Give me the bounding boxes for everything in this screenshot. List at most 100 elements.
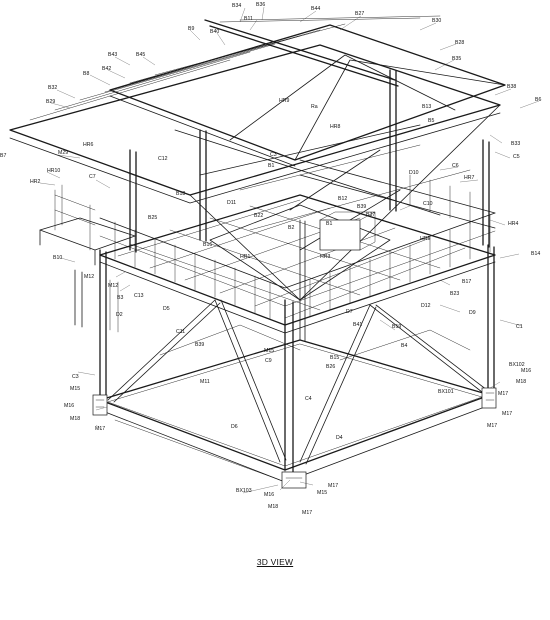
label-b32: B32 xyxy=(48,85,57,91)
label-m11: M11 xyxy=(200,379,210,385)
label-b7: B7 xyxy=(0,153,6,159)
label-c13: C13 xyxy=(134,293,144,299)
label-b35: B35 xyxy=(452,56,461,62)
label-m17e: M17 xyxy=(328,483,338,489)
label-d12: D12 xyxy=(421,303,431,309)
label-b44: B44 xyxy=(311,6,320,12)
label-hr8: HR8 xyxy=(330,124,340,130)
label-b22: B22 xyxy=(254,213,263,219)
label-d11: D11 xyxy=(227,200,236,206)
label-hr10: HR10 xyxy=(47,168,60,174)
label-b17: B17 xyxy=(462,279,471,285)
label-b37: B37 xyxy=(366,212,375,218)
label-c3: C3 xyxy=(270,152,277,158)
label-b28: B28 xyxy=(455,40,464,46)
label-c5: C5 xyxy=(513,154,520,160)
label-bx103: BX103 xyxy=(236,488,252,494)
label-b41: B41 xyxy=(353,322,362,328)
label-b18: B18 xyxy=(176,191,185,197)
label-b9: B9 xyxy=(188,26,194,32)
label-b19: B19 xyxy=(392,324,401,330)
label-d7: D7 xyxy=(346,309,353,315)
side-platform xyxy=(39,184,136,333)
label-d6: D6 xyxy=(231,424,238,430)
label-b39b: B39 xyxy=(195,342,204,348)
view-title: 3D VIEW xyxy=(256,557,294,567)
label-b25: B25 xyxy=(148,215,157,221)
label-b23: B23 xyxy=(450,291,459,297)
label-b14: B14 xyxy=(531,251,540,257)
label-b1b: B1 xyxy=(326,221,332,227)
label-b13: B13 xyxy=(422,104,431,110)
label-m17d: M17 xyxy=(487,423,497,429)
label-b40: B40 xyxy=(210,29,219,35)
label-b1: B1 xyxy=(268,163,274,169)
label-d10: D10 xyxy=(409,170,419,176)
label-b43: B43 xyxy=(108,52,117,58)
label-hr6: HR6 xyxy=(83,142,93,148)
label-bx101: BX101 xyxy=(438,389,454,395)
label-b39: B39 xyxy=(357,204,366,210)
label-b12: B12 xyxy=(338,196,347,202)
label-m17: M17 xyxy=(302,510,312,516)
label-c7: C7 xyxy=(89,174,96,180)
label-b6: B6 xyxy=(535,97,541,103)
label-hr1: HR1 xyxy=(240,254,250,260)
label-b27: B27 xyxy=(355,11,364,17)
label-m15: M15 xyxy=(264,348,274,354)
label-b34: B34 xyxy=(232,3,241,9)
label-c3b: C3 xyxy=(72,374,79,380)
label-b2: B2 xyxy=(288,225,294,231)
label-b11: B11 xyxy=(244,16,253,22)
leader-lines xyxy=(39,6,540,494)
label-b8: B8 xyxy=(83,71,89,77)
label-bx102: BX102 xyxy=(509,362,525,368)
label-b36: B36 xyxy=(256,2,265,8)
label-m29: M29 xyxy=(58,150,68,156)
label-hr9: HR9 xyxy=(279,98,289,104)
label-c9: C9 xyxy=(265,358,272,364)
roof-frame xyxy=(9,15,506,301)
label-b33: B33 xyxy=(511,141,520,147)
label-m12: M12 xyxy=(84,274,94,280)
label-m17b: M17 xyxy=(498,391,508,397)
label-b3: B3 xyxy=(117,295,123,301)
label-b29: B29 xyxy=(46,99,55,105)
label-d4: D4 xyxy=(336,435,343,441)
label-b26: B26 xyxy=(326,364,335,370)
label-m18c: M18 xyxy=(268,504,278,510)
label-hr5: HR5 xyxy=(420,236,430,242)
label-d9: D9 xyxy=(469,310,476,316)
label-b5: B5 xyxy=(428,118,434,124)
label-b38: B38 xyxy=(507,84,516,90)
label-c11: C11 xyxy=(176,329,185,335)
label-b10: B10 xyxy=(53,255,62,261)
label-m18b: M18 xyxy=(70,416,80,422)
label-b30: B30 xyxy=(432,18,441,24)
label-m15c: M15 xyxy=(317,490,327,496)
label-m18: M18 xyxy=(516,379,526,385)
member-labels: B34 B36 B44 B11 B27 B30 B40 B9 B28 B43 B… xyxy=(0,2,541,516)
label-m17c: M17 xyxy=(502,411,512,417)
label-c4: C4 xyxy=(305,396,312,402)
label-hr3: HR3 xyxy=(320,254,330,260)
label-c6: C6 xyxy=(452,163,459,169)
label-d2: D2 xyxy=(116,312,123,318)
label-ra: Ra xyxy=(311,104,318,110)
base-frame xyxy=(99,339,491,483)
platform-deck xyxy=(99,194,496,334)
label-b15: B15 xyxy=(330,355,339,361)
label-hr4: HR4 xyxy=(508,221,518,227)
label-c10: C10 xyxy=(423,201,433,207)
base-plates xyxy=(92,387,497,489)
label-m12b: M12 xyxy=(108,283,118,289)
label-c1: C1 xyxy=(516,324,523,330)
label-m16c: M16 xyxy=(264,492,274,498)
label-m16b: M16 xyxy=(64,403,74,409)
label-m15b: M15 xyxy=(70,386,80,392)
label-b45: B45 xyxy=(136,52,145,58)
label-b42: B42 xyxy=(102,66,111,72)
label-hr7: HR7 xyxy=(464,175,474,181)
